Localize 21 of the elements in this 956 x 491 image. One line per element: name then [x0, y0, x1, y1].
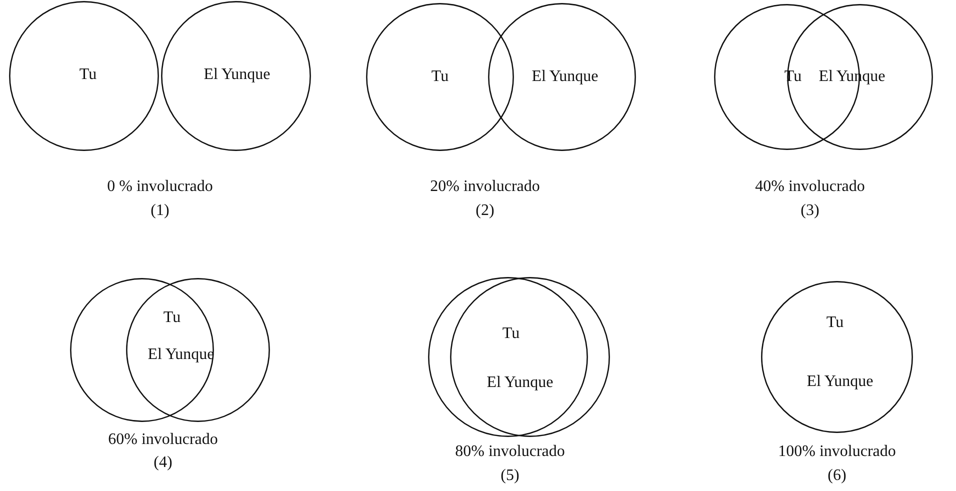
panel-number: (2) — [476, 202, 494, 220]
caption: 80% involucrado — [455, 443, 565, 461]
panel-number: (6) — [828, 467, 846, 485]
circle-label: Tu — [431, 68, 449, 86]
circle-label: Tu — [826, 314, 844, 332]
caption: 100% involucrado — [778, 443, 896, 461]
caption: 40% involucrado — [755, 178, 865, 196]
circle-label: El Yunque — [204, 66, 270, 84]
circle-label: El Yunque — [806, 373, 874, 391]
panel-number: (5) — [500, 467, 520, 485]
caption: 0 % involucrado — [107, 178, 213, 196]
caption: 60% involucrado — [108, 431, 218, 449]
panel-number: (4) — [154, 454, 172, 472]
circle-label: El Yunque — [486, 374, 554, 392]
circle-label: Tu — [163, 309, 181, 327]
panel-number: (3) — [800, 202, 820, 220]
circle-label: Tu — [79, 66, 97, 84]
circle-label: El Yunque — [532, 68, 598, 86]
caption: 20% involucrado — [430, 178, 540, 196]
panel-number: (1) — [150, 202, 170, 220]
circle-label: Tu — [502, 325, 520, 343]
